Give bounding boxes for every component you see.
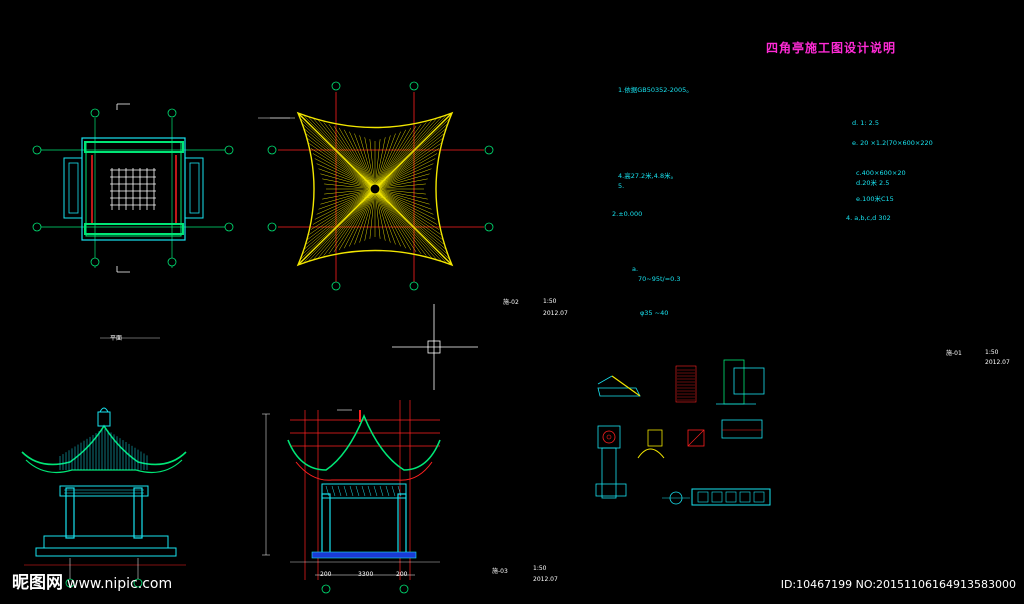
scale-label-3: 1:50 (985, 349, 999, 356)
front-elevation-view (21, 407, 187, 588)
scale-label-1: 1:50 (543, 298, 557, 305)
sheet-number-1: 施-02 (503, 299, 519, 306)
dimension-3: 200 (396, 571, 408, 578)
date-label-1: 2012.07 (543, 310, 568, 317)
dimension-2: 3300 (358, 571, 374, 578)
scale-label-2: 1:50 (533, 565, 547, 572)
date-label-2: 2012.07 (533, 576, 558, 583)
design-note-1: 1.依据GB50352-2005。 (618, 86, 693, 94)
watermark-url: www.nipic.com (67, 576, 173, 592)
design-note-4: 2.±0.000 (612, 210, 643, 218)
design-note-right-1: d. 1: 2.5 (852, 119, 879, 127)
design-note-right-3: c.400×600×20 (856, 169, 906, 177)
sheet-number-3: 施-01 (946, 350, 962, 357)
design-note-right-2: e. 20 ×1.2(70×600×220 (852, 139, 933, 147)
design-note-right-4: d.20米 2.5 (856, 179, 890, 187)
design-note-3: 5. (618, 182, 625, 190)
plan-view (32, 103, 234, 339)
design-note-5: a. (632, 265, 639, 273)
date-label-3: 2012.07 (985, 359, 1010, 366)
roof-plan-view (258, 81, 494, 291)
design-note-6: 70~95t/=0.3 (638, 275, 681, 283)
watermark-brand: 昵图网 (12, 573, 63, 593)
sheet-number-2: 施-03 (492, 568, 508, 575)
dimension-1: 200 (320, 571, 332, 578)
crosshair-cursor (392, 304, 478, 390)
design-note-7: φ35 ~40 (640, 309, 669, 317)
design-note-right-5: e.100米C15 (856, 195, 894, 203)
drawing-title: 四角亭施工图设计说明 (766, 41, 897, 55)
design-note-2: 4.高27.2米,4.8米。 (618, 172, 678, 180)
construction-details (595, 359, 771, 506)
watermark-id: ID:10467199 NO:20151106164913583000 (780, 578, 1016, 591)
section-view (262, 400, 441, 594)
plan-caption: 平面 (110, 335, 123, 342)
design-note-right-6: 4. a,b,c,d 302 (846, 214, 891, 222)
